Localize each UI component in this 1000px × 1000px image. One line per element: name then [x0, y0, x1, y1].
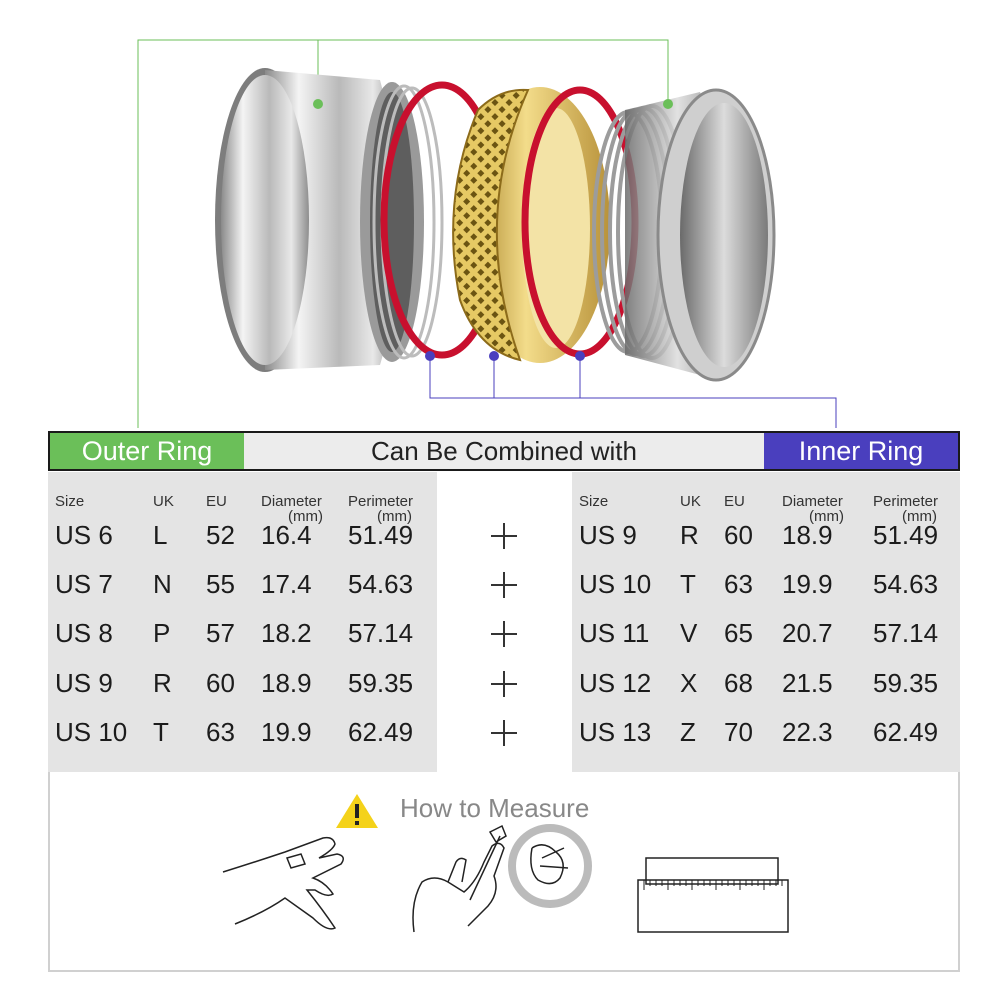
inner-uk-cell: T [680, 569, 696, 599]
inner-ring-image [592, 88, 776, 382]
col-eu-header: EU [724, 493, 745, 510]
inner-size-cell: US 12 [579, 668, 652, 698]
hand-finger-icon [222, 836, 344, 930]
inner-eu-cell: 68 [724, 668, 753, 698]
outer-size-cell: US 6 [55, 520, 113, 550]
inner-perimeter-cell: 57.14 [873, 618, 939, 648]
outer-size-cell: US 9 [55, 668, 113, 698]
outer-diameter-cell: 17.4 [261, 569, 312, 599]
outer-diameter-cell: 19.9 [261, 717, 312, 747]
inner-size-cell: US 13 [579, 717, 652, 747]
inner-size-table [572, 472, 960, 772]
plus-icon [491, 720, 517, 746]
inner-eu-cell: 70 [724, 717, 753, 747]
plus-icon [491, 523, 517, 549]
inner-perimeter-cell: 62.49 [873, 717, 939, 747]
inner-perimeter-cell: 59.35 [873, 668, 939, 698]
inner-size-cell: US 11 [579, 618, 650, 648]
inner-ring-dot [575, 351, 585, 361]
inner-uk-cell: Z [680, 717, 696, 747]
inner-ring-dot [489, 351, 499, 361]
col-perimeter-header: Perimeter [873, 493, 939, 510]
inner-ring-leader [429, 356, 837, 428]
outer-size-table [48, 472, 437, 772]
col-perimeter-header: Perimeter [348, 493, 414, 510]
inner-diameter-cell: 22.3 [782, 717, 833, 747]
ruler-icon [637, 857, 789, 933]
inner-size-cell: US 9 [579, 520, 637, 550]
outer-perimeter-cell: 62.49 [348, 717, 414, 747]
outer-eu-cell: 63 [206, 717, 235, 747]
outer-perimeter-cell: 54.63 [348, 569, 414, 599]
col-diameter-header: Diameter [261, 493, 322, 510]
outer-ring-label: Outer Ring [50, 433, 244, 469]
inner-eu-cell: 60 [724, 520, 753, 550]
outer-uk-cell: T [153, 717, 169, 747]
outer-diameter-cell: 16.4 [261, 520, 312, 550]
inner-eu-cell: 63 [724, 569, 753, 599]
col-uk-header: UK [680, 493, 701, 510]
gold-weave-ring-image [452, 87, 610, 363]
col-size-header: Size [579, 493, 609, 510]
how-to-measure-title: How to Measure [400, 793, 590, 823]
outer-uk-cell: N [153, 569, 172, 599]
inner-size-cell: US 10 [579, 569, 652, 599]
outer-perimeter-cell: 59.35 [348, 668, 414, 698]
inner-eu-cell: 65 [724, 618, 753, 648]
outer-eu-cell: 55 [206, 569, 235, 599]
plus-icon [491, 572, 517, 598]
col-perimeter-unit: (mm) [377, 508, 412, 525]
outer-ring-dot [313, 99, 323, 109]
wrap-string-icon [412, 824, 592, 933]
outer-eu-cell: 52 [206, 520, 235, 550]
outer-eu-cell: 57 [206, 618, 235, 648]
outer-size-cell: US 10 [55, 717, 128, 747]
outer-diameter-cell: 18.2 [261, 618, 312, 648]
inner-diameter-cell: 20.7 [782, 618, 833, 648]
inner-uk-cell: R [680, 520, 699, 550]
inner-diameter-cell: 18.9 [782, 520, 833, 550]
inner-diameter-cell: 19.9 [782, 569, 833, 599]
outer-ring-image [215, 68, 444, 372]
outer-uk-cell: L [153, 520, 168, 550]
ring-exploded-illustration [137, 39, 837, 428]
outer-uk-cell: R [153, 668, 172, 698]
outer-perimeter-cell: 57.14 [348, 618, 414, 648]
combination-header: Outer Ring Can Be Combined with Inner Ri… [48, 431, 960, 471]
col-diameter-header: Diameter [782, 493, 843, 510]
col-eu-header: EU [206, 493, 227, 510]
combine-label: Can Be Combined with [371, 435, 637, 466]
outer-eu-cell: 60 [206, 668, 235, 698]
col-perimeter-unit: (mm) [902, 508, 937, 525]
warning-icon [336, 794, 378, 828]
plus-icon [491, 671, 517, 697]
how-to-measure-section [48, 772, 960, 972]
outer-uk-cell: P [153, 618, 171, 648]
outer-diameter-cell: 18.9 [261, 668, 312, 698]
outer-perimeter-cell: 51.49 [348, 520, 414, 550]
inner-ring-label: Inner Ring [764, 433, 958, 469]
inner-uk-cell: X [680, 668, 698, 698]
outer-size-cell: US 7 [55, 569, 113, 599]
outer-ring-dot [663, 99, 673, 109]
outer-size-cell: US 8 [55, 618, 113, 648]
inner-uk-cell: V [680, 618, 698, 648]
col-diameter-unit: (mm) [809, 508, 844, 525]
plus-icon [491, 621, 517, 647]
inner-diameter-cell: 21.5 [782, 668, 833, 698]
col-size-header: Size [55, 493, 85, 510]
col-uk-header: UK [153, 493, 174, 510]
inner-ring-dot [425, 351, 435, 361]
col-diameter-unit: (mm) [288, 508, 323, 525]
inner-perimeter-cell: 51.49 [873, 520, 939, 550]
inner-perimeter-cell: 54.63 [873, 569, 939, 599]
